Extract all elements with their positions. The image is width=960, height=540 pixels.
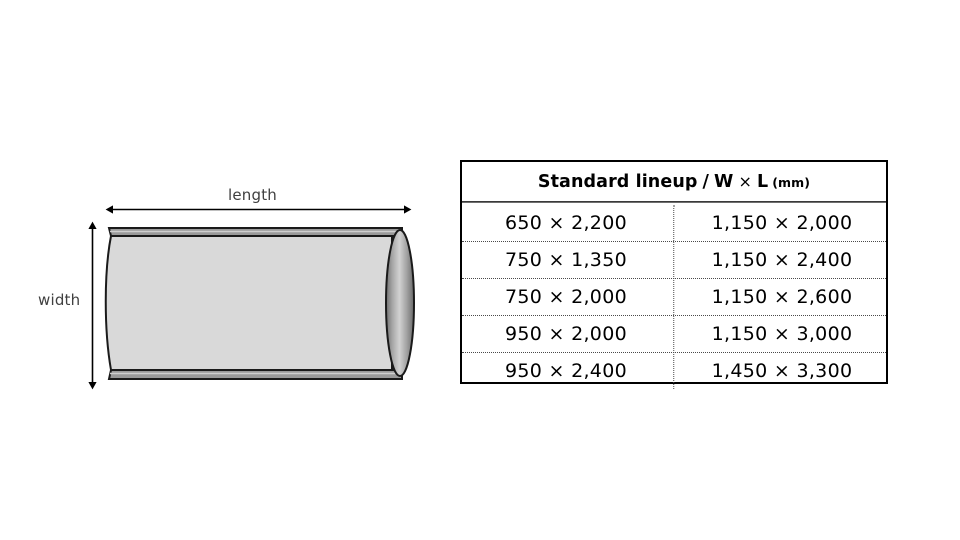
header-times: ×: [738, 171, 752, 191]
roll-body: [104, 235, 393, 371]
header-title: Standard lineup: [537, 171, 698, 192]
length-label: length: [228, 186, 278, 204]
roll-diagram-svg: [88, 205, 415, 390]
table-row: 750 × 1,350 1,150 × 2,400: [462, 241, 886, 278]
table-cell: 1,150 × 2,000: [711, 212, 853, 234]
table-cell: 1,150 × 2,400: [711, 249, 853, 271]
table-cell: 1,150 × 2,600: [711, 286, 853, 308]
roll-diagram: length width: [0, 0, 460, 540]
table-cell: 650 × 2,200: [505, 212, 627, 234]
table-cell: 750 × 2,000: [505, 286, 627, 308]
standard-lineup-table: Standard lineup/W×L(mm) 650 × 2,200 1,15…: [460, 160, 888, 389]
table-row: 950 × 2,400 1,450 × 3,300: [462, 352, 886, 389]
table-cell: 750 × 1,350: [505, 249, 627, 271]
header-l: L: [756, 171, 769, 192]
table-cell: 1,450 × 3,300: [711, 360, 853, 382]
table-cell: 950 × 2,400: [505, 360, 627, 382]
width-label: width: [38, 291, 81, 309]
header-underline-rule: [462, 202, 886, 205]
header-w: W: [714, 171, 734, 192]
table-cell: 1,150 × 3,000: [711, 323, 853, 345]
table-row: 950 × 2,000 1,150 × 3,000: [462, 315, 886, 352]
table-header-text: Standard lineup/W×L(mm): [538, 172, 810, 192]
header-separator: /: [702, 171, 710, 192]
table-row: 750 × 2,000 1,150 × 2,600: [462, 278, 886, 315]
table-row: 650 × 2,200 1,150 × 2,000: [462, 205, 886, 241]
roll-end-cap: [385, 229, 415, 377]
table-header: Standard lineup/W×L(mm): [462, 162, 886, 202]
header-unit: (mm): [772, 174, 811, 190]
column-divider: [673, 205, 675, 389]
roll-top-strip: [107, 227, 403, 237]
table-body: 650 × 2,200 1,150 × 2,000 750 × 1,350 1,…: [462, 205, 886, 389]
roll-bottom-strip: [107, 369, 403, 380]
table-cell: 950 × 2,000: [505, 323, 627, 345]
